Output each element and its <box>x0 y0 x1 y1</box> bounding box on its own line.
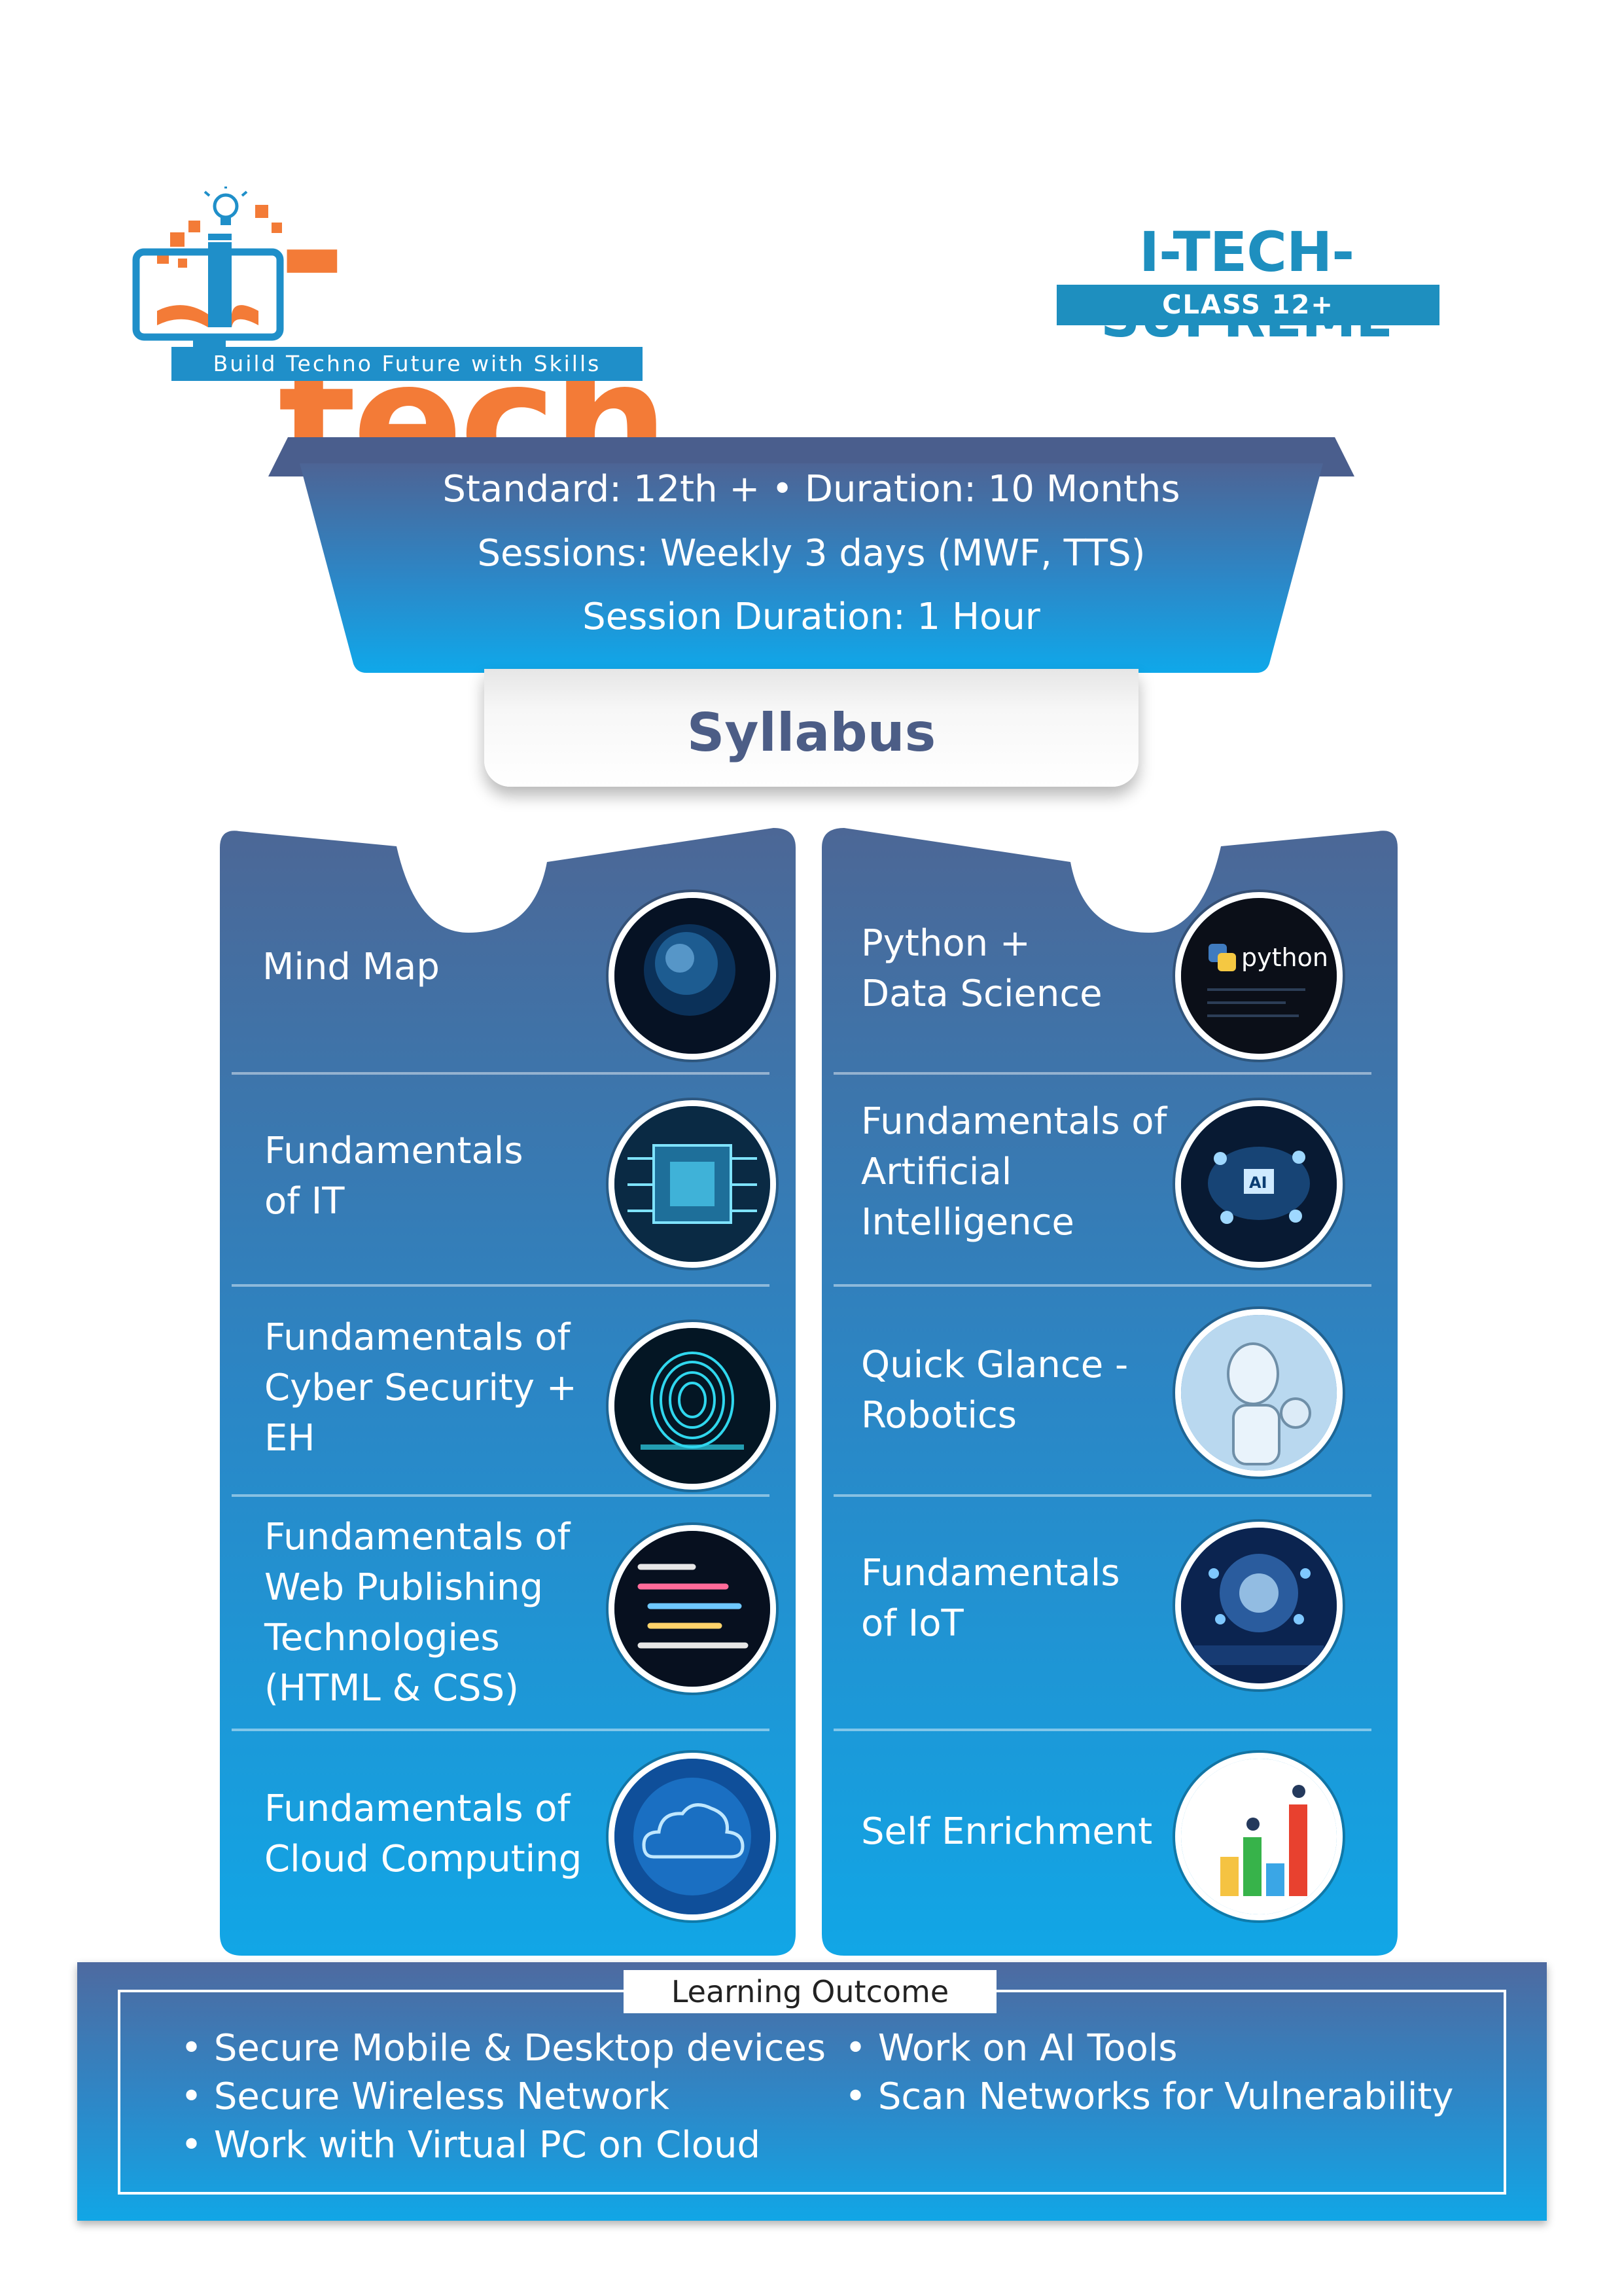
outcome-item: • Work on AI Tools <box>845 2027 1178 2070</box>
topic-iot: Fundamentals of IoT <box>861 1552 1120 1645</box>
info-standard-duration: Standard: 12th + • Duration: 10 Months <box>442 468 1180 511</box>
divider <box>834 1494 1371 1497</box>
divider <box>834 1072 1371 1075</box>
syllabus-left-panel: Mind Map Fundamentals of IT Fundamentals… <box>220 828 796 1956</box>
info-sessions: Sessions: Weekly 3 days (MWF, TTS) <box>477 532 1146 575</box>
fingerprint-icon <box>609 1322 776 1490</box>
topic-artificial-intelligence: Fundamentals of Artificial Intelligence <box>861 1100 1167 1244</box>
outcome-item: • Scan Networks for Vulnerability <box>845 2075 1454 2118</box>
topic-mind-map: Mind Map <box>262 946 440 988</box>
monitor-book-bulb-icon <box>132 187 284 350</box>
topic-robotics: Quick Glance - Robotics <box>861 1344 1129 1437</box>
info-session-duration: Session Duration: 1 Hour <box>582 596 1040 638</box>
python-icon: python <box>1175 892 1343 1060</box>
class-label: CLASS 12+ <box>1057 285 1439 325</box>
topic-fundamentals-of-it: Fundamentals of IT <box>264 1130 523 1223</box>
learning-outcome-box: Learning Outcome • Secure Mobile & Deskt… <box>77 1962 1547 2221</box>
topic-python-data-science: Python + Data Science <box>861 922 1103 1015</box>
circuit-chip-icon <box>609 1100 776 1268</box>
divider <box>232 1729 769 1731</box>
growth-chart-icon <box>1175 1753 1343 1920</box>
topic-cloud-computing: Fundamentals of Cloud Computing <box>264 1787 582 1880</box>
code-icon <box>609 1525 776 1693</box>
ai-icon-text: AI <box>1249 1174 1267 1192</box>
python-icon-text: python <box>1241 943 1328 972</box>
program-badge: I-TECH-SUPREME CLASS 12+ <box>1011 219 1482 350</box>
divider <box>232 1072 769 1075</box>
iot-network-icon <box>1175 1522 1343 1689</box>
mind-map-icon <box>609 892 776 1060</box>
divider <box>232 1284 769 1287</box>
topic-web-publishing: Fundamentals of Web Publishing Technolog… <box>264 1516 571 1710</box>
syllabus-tab: Syllabus <box>484 669 1139 787</box>
divider <box>834 1284 1371 1287</box>
topic-self-enrichment: Self Enrichment <box>861 1810 1153 1853</box>
ai-brain-icon: AI <box>1175 1100 1343 1268</box>
outcome-item: • Secure Mobile & Desktop devices <box>181 2027 826 2070</box>
syllabus-heading: Syllabus <box>686 702 936 763</box>
divider <box>232 1494 769 1497</box>
robot-icon <box>1175 1309 1343 1477</box>
learning-outcome-title: Learning Outcome <box>624 1970 997 2013</box>
cloud-icon <box>609 1753 776 1920</box>
outcome-item: • Secure Wireless Network <box>181 2075 670 2118</box>
outcome-item: • Work with Virtual PC on Cloud <box>181 2124 761 2166</box>
topic-cyber-security: Fundamentals of Cyber Security + EH <box>264 1316 577 1460</box>
divider <box>834 1729 1371 1731</box>
logo-tagline: Build Techno Future with Skills <box>171 347 643 381</box>
i-tech-logo: -tech Build Techno Future with Skills <box>131 167 669 507</box>
syllabus-right-panel: Python + Data Science python Fundamental… <box>822 828 1398 1956</box>
course-info-banner: Standard: 12th + • Duration: 10 Months S… <box>268 437 1354 673</box>
banner-shape <box>268 437 1354 673</box>
